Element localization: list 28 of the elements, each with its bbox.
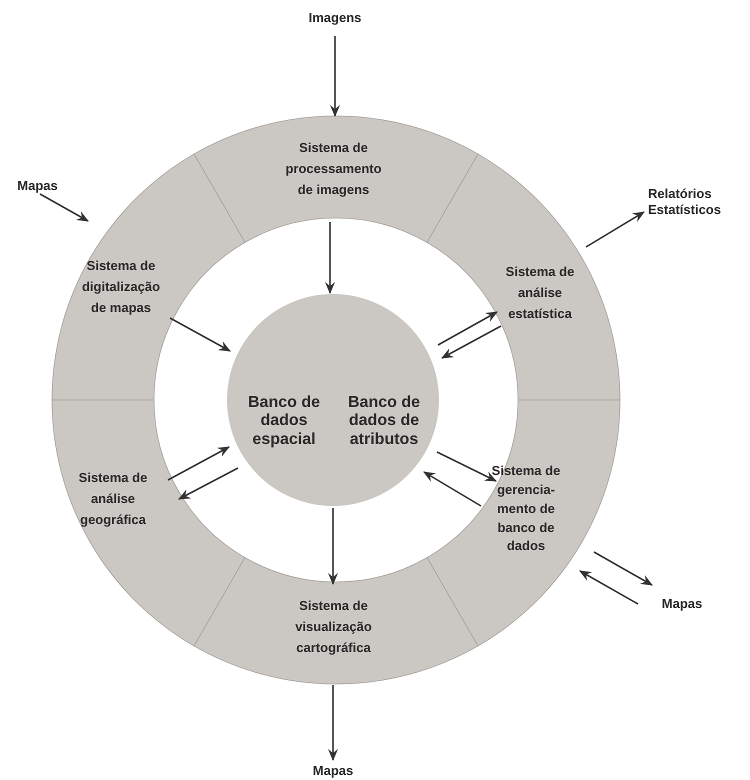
node-label: Relatórios Estatísticos: [648, 186, 722, 218]
node-label: Sistema de análise geográfica: [78, 469, 148, 529]
arrow: [579, 570, 638, 605]
node-label: Sistema de gerencia- mento de banco de dados: [490, 462, 562, 556]
arrow: [178, 467, 238, 500]
arrow: [586, 211, 645, 248]
arrow: [330, 36, 340, 117]
node-label: Mapas: [660, 595, 704, 613]
arrow: [328, 508, 338, 585]
node-label: Sistema de análise estatística: [504, 263, 576, 323]
arrow: [168, 446, 230, 481]
arrow: [438, 311, 498, 346]
arrow: [436, 451, 497, 482]
node-label: Sistema de processamento de imagens: [284, 139, 383, 199]
node-label: Sistema de visualização cartográfica: [294, 597, 373, 657]
node-label: Mapas: [312, 762, 354, 780]
arrow: [328, 685, 338, 761]
node-label: Sistema de digitalização de mapas: [80, 257, 162, 317]
node-label: Mapas: [16, 177, 59, 195]
arrow: [594, 551, 653, 586]
arrow: [325, 222, 335, 294]
arrow: [40, 193, 89, 222]
node-label: Imagens: [308, 9, 362, 27]
arrow: [423, 471, 482, 507]
arrow: [441, 325, 502, 359]
node-label: Banco de dados espacial: [246, 394, 321, 450]
node-label: Banco de dados de atributos: [346, 394, 421, 450]
arrow: [170, 317, 231, 352]
